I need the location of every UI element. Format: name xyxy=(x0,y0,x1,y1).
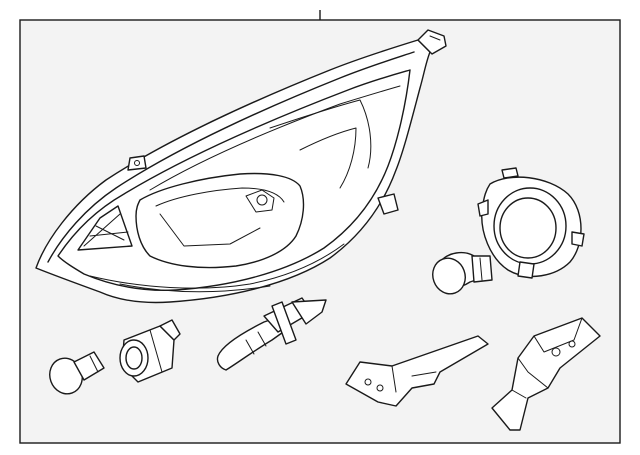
headlamp-assembly-icon xyxy=(35,29,447,304)
hid-bulb-icon xyxy=(216,297,327,371)
bulb-socket-ring-icon xyxy=(477,167,585,279)
wedge-bulb-icon xyxy=(432,251,493,295)
small-bulb-icon xyxy=(49,351,105,395)
repair-bracket-icon xyxy=(491,317,601,431)
mounting-bracket-icon xyxy=(345,335,489,407)
bulb-socket-icon xyxy=(119,319,181,383)
